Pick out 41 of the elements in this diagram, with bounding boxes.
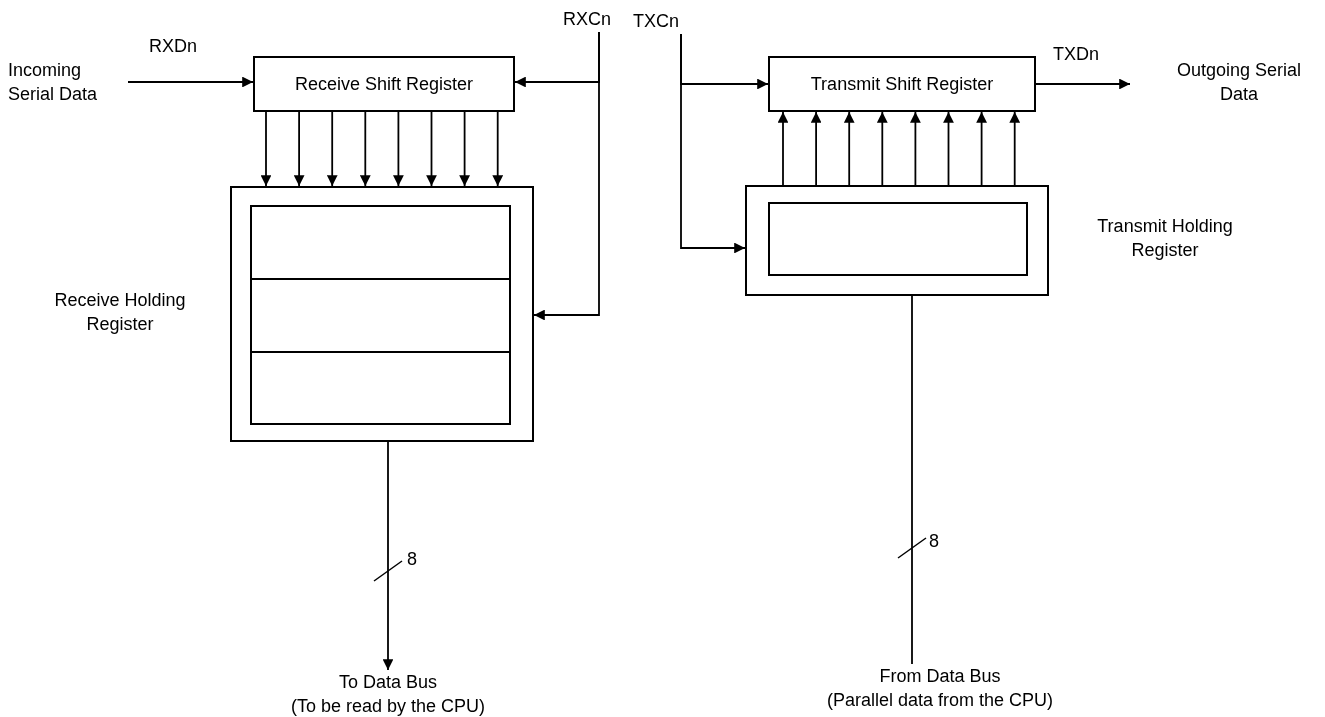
arrow (810, 111, 822, 186)
arrow (492, 111, 504, 187)
register-slot (250, 205, 511, 280)
register-slot (250, 278, 511, 353)
text-label: TXCn (633, 10, 679, 33)
arrow (976, 111, 987, 186)
arrow (910, 111, 921, 186)
text-label: To Data Bus (338, 671, 438, 694)
arrow (1035, 78, 1131, 90)
arrow (382, 441, 394, 671)
arrow (127, 76, 254, 88)
arrow (260, 111, 272, 187)
register-slot (768, 202, 1028, 276)
text-label: RXCn (563, 8, 611, 31)
box-label: Transmit Shift Register (810, 73, 994, 96)
register-caption: Transmit Holding Register (1096, 215, 1234, 262)
arrow (459, 111, 470, 187)
register-box (745, 185, 1049, 296)
arrow (777, 111, 789, 186)
register-caption: Receive Holding Register (53, 289, 187, 336)
arrow (293, 111, 305, 187)
text-label: (To be read by the CPU) (290, 695, 486, 717)
arrow (1009, 111, 1021, 186)
arrow (426, 111, 437, 187)
text-label: (Parallel data from the CPU) (826, 689, 1054, 712)
arrow (533, 31, 600, 321)
register-slot (250, 351, 511, 425)
register-box (253, 56, 515, 112)
arrow (943, 111, 954, 186)
arrow (843, 111, 855, 186)
arrow (680, 33, 746, 254)
text-label: From Data Bus (879, 665, 1001, 688)
arrow (876, 111, 888, 186)
arrow (326, 111, 338, 187)
box-label: Receive Shift Register (294, 73, 474, 96)
register-box (768, 56, 1036, 112)
text-label: Outgoing Serial Data (1175, 59, 1303, 106)
register-box (230, 186, 534, 442)
arrow (359, 111, 371, 187)
text-label: Incoming Serial Data (8, 59, 99, 106)
arrow (393, 111, 404, 187)
